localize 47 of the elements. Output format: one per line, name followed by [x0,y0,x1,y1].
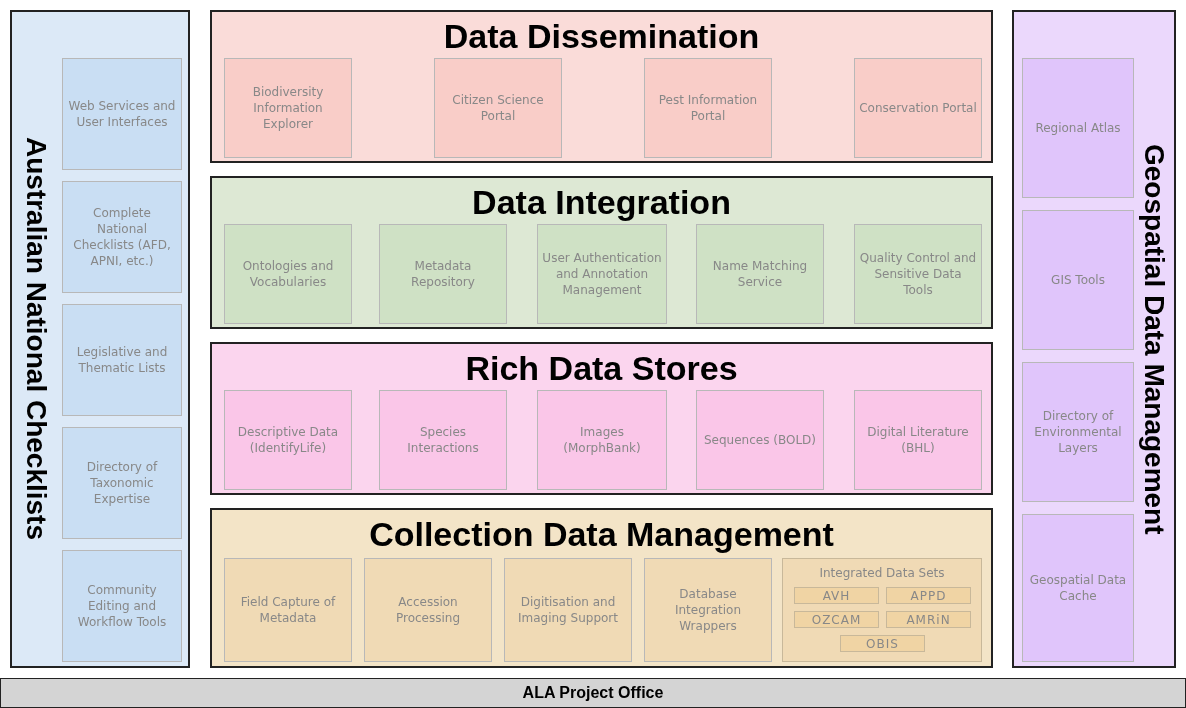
component-box: Metadata Repository [379,224,507,324]
component-box: Pest Information Portal [644,58,772,158]
component-box: Database Integration Wrappers [644,558,772,662]
layer-title: Data Dissemination [442,16,761,56]
group-heading: Integrated Data Sets [818,565,946,581]
layer-panel [210,176,993,329]
component-box: Geospatial Data Cache [1022,514,1134,662]
layer-panel [10,10,190,668]
component-box: Species Interactions [379,390,507,490]
component-box: Field Capture of Metadata [224,558,352,662]
component-box: Regional Atlas [1022,58,1134,198]
component-box: GIS Tools [1022,210,1134,350]
component-box: Accession Processing [364,558,492,662]
dataset-group [782,558,982,662]
office-bar: ALA Project Office [0,678,1186,708]
component-box: User Authentication and Annotation Management [537,224,667,324]
component-box: Biodiversity Information Explorer [224,58,352,158]
component-box: Digital Literature (BHL) [854,390,982,490]
component-box: Quality Control and Sensitive Data Tools [854,224,982,324]
dataset-tag: OBIS [840,635,925,652]
layer-title: Rich Data Stores [464,348,739,388]
component-box: Ontologies and Vocabularies [224,224,352,324]
component-box: Community Editing and Workflow Tools [62,550,182,662]
layer-panel [210,508,993,668]
component-box: Web Services and User Interfaces [62,58,182,170]
component-box: Citizen Science Portal [434,58,562,158]
dataset-tag: AVH [794,587,879,604]
layer-title: Collection Data Management [368,514,835,554]
layer-panel [210,342,993,495]
component-box: Directory of Taxonomic Expertise [62,427,182,539]
layer-title: Geospatial Data Management [1138,142,1171,537]
component-box: Complete National Checklists (AFD, APNI, etc.) [62,181,182,293]
component-box: Conservation Portal [854,58,982,158]
dataset-tag: APPD [886,587,971,604]
component-box: Digitisation and Imaging Support [504,558,632,662]
dataset-tag: OZCAM [794,611,879,628]
dataset-tag: AMRiN [886,611,971,628]
component-box: Images (MorphBank) [537,390,667,490]
layer-title: Australian National Checklists [20,136,53,543]
component-box: Legislative and Thematic Lists [62,304,182,416]
component-box: Name Matching Service [696,224,824,324]
component-box: Directory of Environmental Layers [1022,362,1134,502]
component-box: Descriptive Data (IdentifyLife) [224,390,352,490]
layer-title: Data Integration [471,182,732,222]
component-box: Sequences (BOLD) [696,390,824,490]
layer-panel [1012,10,1176,668]
layer-panel [210,10,993,163]
